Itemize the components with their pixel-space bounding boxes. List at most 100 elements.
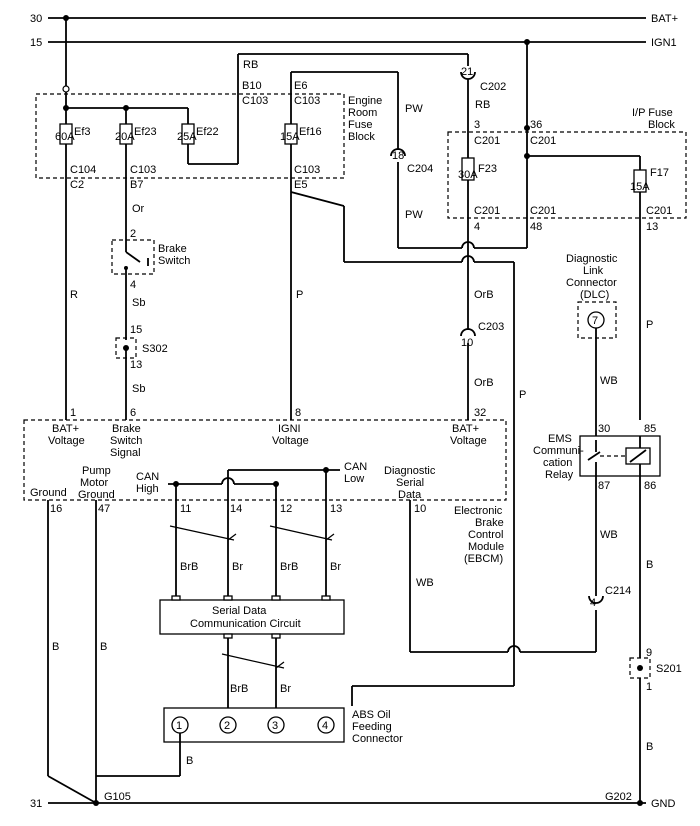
c204-label: C204 — [407, 163, 433, 175]
ems-relay: EMS Communi- cation Relay 30 85 87 86 P — [533, 319, 661, 492]
ebcm-diag-2: Serial — [396, 477, 424, 489]
engine-fuse-title-1: Engine — [348, 95, 382, 107]
ebcm-brake-2: Switch — [110, 435, 142, 447]
ip-fuse-title-2: Block — [648, 119, 675, 131]
brake-switch-label-1: Brake — [158, 243, 187, 255]
conn-b7: B7 — [130, 179, 143, 191]
fuse-ef16-rating: 15A — [280, 131, 300, 143]
s302-pin-bottom: 13 — [130, 359, 142, 371]
brake-switch: Or 2 Brake Switch 4 Sb — [111, 178, 190, 340]
wire-wb-dlc-label: WB — [600, 375, 618, 387]
fuse-ef3-name: Ef3 — [74, 126, 91, 138]
s302-pin-top: 15 — [130, 324, 142, 336]
wire-pw-label-bottom: PW — [405, 209, 423, 221]
fuse-f17-rating: 15A — [630, 181, 650, 193]
wire-or-label: Or — [132, 203, 145, 215]
relay-label-2: Communi- — [533, 445, 584, 457]
conn-e6: E6 — [294, 80, 307, 92]
abs-label-2: Feeding — [352, 721, 392, 733]
wire-rb-c202-label: RB — [475, 99, 490, 111]
wire-sb-top-label: Sb — [132, 297, 145, 309]
ip-c201-c: C201 — [474, 205, 500, 217]
s201-pin-top: 9 — [646, 647, 652, 659]
abs-pin-4: 4 — [322, 720, 328, 732]
ebcm-brake-1: Brake — [112, 423, 141, 435]
wire-b-right: B B 9 S201 1 — [629, 476, 682, 803]
wire-wb-relay-label: WB — [600, 529, 618, 541]
ebcm-title-3: Control — [468, 529, 503, 541]
ebcm-pump-1: Pump — [82, 465, 111, 477]
dlc-pin: 7 — [592, 315, 598, 327]
wire-r: R — [65, 178, 78, 420]
relay-label-4: Relay — [545, 469, 574, 481]
fuse-ef3-rating: 60A — [55, 131, 75, 143]
relay-label-3: cation — [543, 457, 572, 469]
rail-ign1-label: IGN1 — [651, 37, 677, 49]
wire-br-top-2: Br — [330, 561, 341, 573]
fuse-ef23-name: Ef23 — [134, 126, 157, 138]
ebcm-ground: Ground — [30, 487, 67, 499]
abs-pin-1: 1 — [176, 720, 182, 732]
wire-rb-label: RB — [243, 59, 258, 71]
ebcm-diag-1: Diagnostic — [384, 465, 436, 477]
conn-c103-a: C103 — [242, 95, 268, 107]
rail-30-bat: 30 BAT+ — [30, 13, 678, 25]
ip-pin3: 3 — [474, 119, 480, 131]
wire-sb-bottom-label: Sb — [132, 383, 145, 395]
ip-c201-e: C201 — [646, 205, 672, 217]
rail-15-label: 15 — [30, 37, 42, 49]
ebcm-title-4: Module — [468, 541, 504, 553]
wire-orb-label-top: OrB — [474, 289, 494, 301]
ebcm-diag-3: Data — [398, 489, 422, 501]
c204-pin: 18 — [392, 150, 404, 162]
ebcm-title-2: Brake — [475, 517, 504, 529]
wire-rb: RB — [237, 53, 469, 164]
ebcm-pin1: 1 — [70, 407, 76, 419]
ebcm-pin16: 16 — [50, 503, 62, 515]
conn-b10: B10 — [242, 80, 262, 92]
dlc-title-3: Connector — [566, 277, 617, 289]
g105-label: G105 — [104, 791, 131, 803]
wire-r-label: R — [70, 289, 78, 301]
ebcm-bat1-1: BAT+ — [52, 423, 79, 435]
ip-fuse-block: I/P Fuse Block 3 36 C201 C201 F23 30A F1… — [447, 107, 687, 420]
fuse-f17-name: F17 — [650, 167, 669, 179]
s201-pin-bottom: 1 — [646, 681, 652, 693]
brake-switch-label-2: Switch — [158, 255, 190, 267]
rail-bat-label: BAT+ — [651, 13, 678, 25]
wire-p-ign: P P — [290, 178, 526, 706]
ip-pin13: 13 — [646, 221, 658, 233]
wire-br-bottom: Br — [280, 683, 291, 695]
ebcm-pin47: 47 — [98, 503, 110, 515]
dlc: Diagnostic Link Connector (DLC) 7 WB — [566, 253, 618, 440]
g202-label: G202 — [605, 791, 632, 803]
ebcm-bat2-1: BAT+ — [452, 423, 479, 435]
ebcm-brake-3: Signal — [110, 447, 141, 459]
connector-c202: 21 C202 RB — [460, 66, 506, 140]
relay-label-1: EMS — [548, 433, 572, 445]
c203-label: C203 — [478, 321, 504, 333]
conn-c2: C2 — [70, 179, 84, 191]
brake-switch-pin-top: 2 — [130, 228, 136, 240]
splice-s302: 15 S302 13 Sb — [115, 324, 168, 420]
c203-pin: 10 — [461, 337, 473, 349]
wire-b-right-bottom-label: B — [646, 741, 653, 753]
abs-pin-3: 3 — [272, 720, 278, 732]
fuse-f23-name: F23 — [478, 163, 497, 175]
ebcm-pin6: 6 — [130, 407, 136, 419]
ebcm-bat2-2: Voltage — [450, 435, 487, 447]
engine-fuse-title-3: Fuse — [348, 119, 372, 131]
ebcm-igni-2: Voltage — [272, 435, 309, 447]
wire-p-mid-label: P — [519, 389, 526, 401]
wire-br-top-1: Br — [232, 561, 243, 573]
rail-gnd-label: GND — [651, 798, 676, 810]
abs-pin-2: 2 — [224, 720, 230, 732]
ebcm-title-5: (EBCM) — [464, 553, 503, 565]
dlc-title-4: (DLC) — [580, 289, 609, 301]
wire-wb-ebcm-label: WB — [416, 577, 434, 589]
abs-label-3: Connector — [352, 733, 403, 745]
abs-oil-feeding-connector: 1 2 3 4 ABS Oil Feeding Connector B — [96, 707, 403, 777]
ebcm-pump-2: Motor — [80, 477, 108, 489]
ebcm-pin8: 8 — [295, 407, 301, 419]
